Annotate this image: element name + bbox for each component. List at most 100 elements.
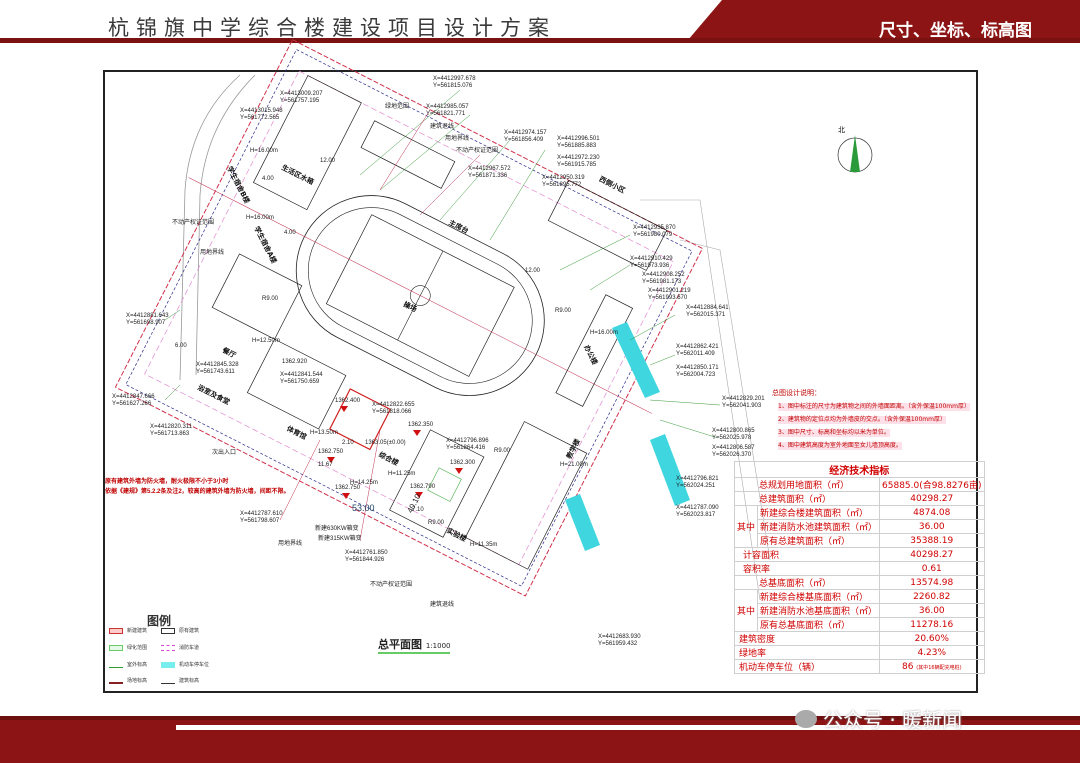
dimension-label: 11.67 <box>318 462 333 468</box>
callout-label: 新建315KW箱变 <box>318 536 362 542</box>
table-row: 其中新建综合楼基底面积（㎡）2260.82 <box>733 589 985 632</box>
dimension-label: R9.00 <box>494 448 511 454</box>
dimension-label: R9.00 <box>262 296 279 302</box>
building-elevation-swatch <box>161 678 175 684</box>
legend-item: 绿化范围 <box>109 644 147 651</box>
table-row: 新建消防水池基底面积（㎡）36.00 <box>735 603 985 618</box>
watermark-text: 公众号 · 暖新闻 <box>823 708 963 732</box>
note-item: 3、图中尺寸、标高和坐标均以米为单位。 <box>778 429 890 437</box>
height-label: H=11.35m <box>470 542 498 548</box>
callout-label: 次出入口 <box>212 450 237 456</box>
note-item: 1、图中标注的尺寸为建筑物之间的外墙面距离。（含外保温100mm厚） <box>778 403 970 411</box>
economic-indicators-table: 经济技术指标 总规划用地面积（㎡）65885.0(合98.8276亩) 总建筑面… <box>733 461 985 674</box>
legend-item: 消防车道 <box>161 644 199 651</box>
coordinate-label: X=4412845.328 Y=561743.611 <box>196 362 239 375</box>
row-value: 13574.98 <box>879 575 985 590</box>
row-value: 20.60% <box>879 631 985 646</box>
coordinate-label: X=4412974.157 Y=561856.409 <box>504 130 547 143</box>
elevation-label: 1362.400 <box>335 398 361 404</box>
row-label: 新建综合楼建筑面积（㎡） <box>757 505 881 520</box>
page-title: 杭锦旗中学综合楼建设项目设计方案 <box>108 16 556 40</box>
coordinate-label: X=4412985.057 Y=561821.771 <box>426 104 469 117</box>
coordinate-label: X=4412972.230 Y=561915.785 <box>557 155 600 168</box>
legend-label: 原有建筑 <box>179 628 200 634</box>
legend: 新建建筑 原有建筑 绿化范围 消防车道 室外标高 机动车停车位 场地标高 建筑标… <box>105 623 213 691</box>
callout-label: 建筑退线 <box>430 124 455 130</box>
section-title: 尺寸、坐标、标高图 <box>879 21 1032 41</box>
height-label: H=13.50m <box>310 430 338 436</box>
row-value: 40298.27 <box>879 491 985 506</box>
table-title: 经济技术指标 <box>734 461 985 478</box>
dimension-label: 4.00 <box>284 230 296 236</box>
watermark: 公众号 · 暖新闻 <box>795 704 962 733</box>
fire-wall-note: 原有建筑外墙为防火墙，耐火极限不小于3小时 依据《建规》第5.2.2条及注2，较… <box>105 479 290 495</box>
row-note: (其中16辆配充电桩) <box>916 664 962 671</box>
dimension-label: 12.00 <box>525 268 541 274</box>
existing-building-swatch <box>161 627 175 634</box>
legend-label: 消防车道 <box>179 645 200 651</box>
coordinate-label: X=4412967.572 Y=561871.336 <box>468 166 511 179</box>
row-label: 绿地率 <box>733 645 881 660</box>
callout-label: 不动产权证范围 <box>370 582 413 588</box>
row-value: 36.00 <box>879 603 985 618</box>
legend-label: 建筑标高 <box>179 678 200 684</box>
legend-label: 机动车停车位 <box>179 662 210 668</box>
row-value: 36.00 <box>879 519 985 534</box>
row-value: 65885.0(合98.8276亩) <box>879 477 985 492</box>
outdoor-elevation-swatch <box>109 662 123 668</box>
footer-stripe <box>176 725 1080 730</box>
callout-label: 绿地范围 <box>385 104 410 110</box>
coordinate-label: X=4412829.201 Y=562041.903 <box>722 396 765 409</box>
elevation-label: 1362.350 <box>408 422 434 428</box>
row-value: 0.61 <box>879 561 985 576</box>
callout-label: 不动产权证范围 <box>172 220 215 226</box>
coordinate-label: X=4412996.501 Y=561885.883 <box>557 136 600 149</box>
row-label: 机动车停车位（辆） <box>733 659 881 674</box>
coordinate-label: X=4412908.252 Y=561981.173 <box>642 272 685 285</box>
group-label: 其中 <box>733 589 759 632</box>
row-value: 2260.82 <box>879 589 985 604</box>
table-row: 机动车停车位（辆） 86 (其中16辆配充电桩) <box>733 659 985 674</box>
footer-band <box>0 716 1080 763</box>
table-row: 原有总建筑面积（㎡）35388.19 <box>735 533 985 548</box>
legend-label: 绿化范围 <box>127 645 148 651</box>
coordinate-label: X=4412997.678 Y=561815.076 <box>433 76 476 89</box>
table-row: 其中新建综合楼建筑面积（㎡）4874.08 <box>733 505 985 548</box>
row-value: 86 <box>901 661 914 672</box>
fire-lane-swatch <box>161 644 175 651</box>
row-label: 新建消防水池基底面积（㎡） <box>757 603 881 618</box>
callout-label: 不动产权证范围 <box>456 148 499 154</box>
row-label: 原有总建筑面积（㎡） <box>757 533 881 548</box>
coordinate-label: X=4412806.587 Y=562026.370 <box>712 445 755 458</box>
dimension-label: 2.10 <box>342 440 354 446</box>
coordinate-label: X=4413009.207 Y=561757.195 <box>280 91 323 104</box>
elevation-label: 1362.750 <box>335 485 361 491</box>
callout-label: 用地界线 <box>278 541 303 547</box>
legend-item: 机动车停车位 <box>161 661 209 668</box>
height-label: H=14.25m <box>350 480 378 486</box>
height-label: H=16.00m <box>246 215 274 221</box>
group-label: 其中 <box>733 505 759 548</box>
legend-label: 室外标高 <box>127 662 148 668</box>
dimension-label: 6.00 <box>175 343 187 349</box>
row-label: 容积率 <box>733 561 881 576</box>
legend-item: 建筑标高 <box>161 677 199 684</box>
plan-title: 总平面图 1:1000 <box>378 636 451 654</box>
row-label: 新建综合楼基底面积（㎡） <box>757 589 881 604</box>
coordinate-label: X=4412683.930 Y=561959.432 <box>598 634 641 647</box>
row-value: 4874.08 <box>879 505 985 520</box>
coordinate-label: X=4412935.870 Y=561980.079 <box>633 225 676 238</box>
coordinate-label: X=4412901.219 Y=561993.670 <box>648 288 691 301</box>
design-notes: 总图设计说明： 1、图中标注的尺寸为建筑物之间的外墙面距离。（含外保温100mm… <box>772 388 1062 455</box>
coordinate-label: X=4412820.311 Y=561713.863 <box>150 424 193 437</box>
green-area-swatch <box>109 644 123 651</box>
callout-label: 用地界线 <box>445 136 470 142</box>
legend-item: 新建建筑 <box>109 627 147 634</box>
coordinate-label: X=4412910.429 Y=561973.936 <box>630 256 673 269</box>
callout-label: 新建630KW箱变 <box>315 526 359 532</box>
header-band <box>0 0 1080 43</box>
coordinate-label: X=4412881.643 Y=561698.907 <box>126 313 169 326</box>
